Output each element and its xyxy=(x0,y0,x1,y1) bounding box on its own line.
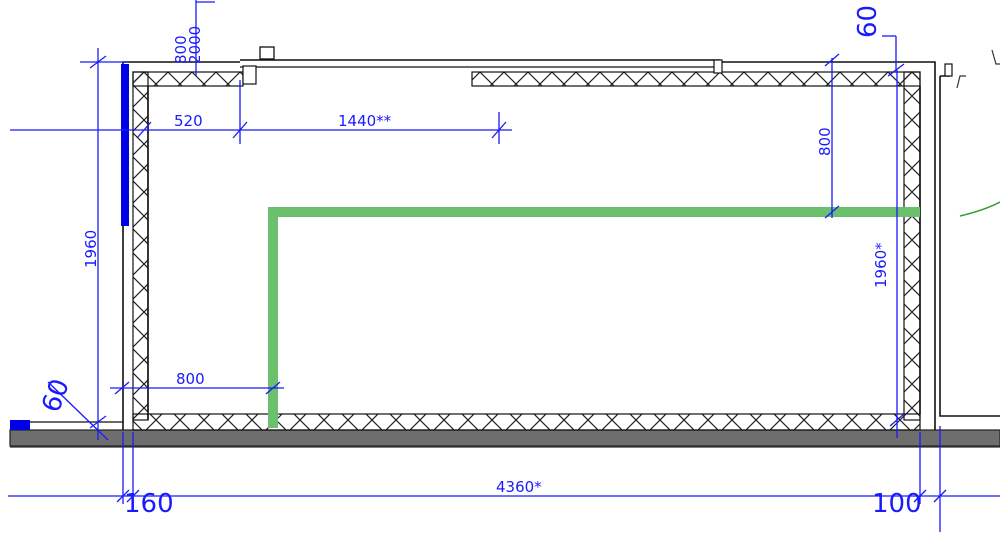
label-top-height: 800 2000 xyxy=(172,26,204,64)
window-opening-left xyxy=(242,65,257,85)
adjacent-post xyxy=(944,63,953,77)
label-window-width: 1440** xyxy=(338,112,392,130)
label-bottom-offset: 800 xyxy=(176,370,205,388)
label-left-height: 1960 xyxy=(82,230,100,268)
label-bottom-right: 100 xyxy=(872,489,922,519)
tick-520-start xyxy=(136,121,152,139)
roof-fixture xyxy=(259,46,275,60)
door-blue-bar xyxy=(10,420,30,430)
window-opening-right xyxy=(713,59,723,74)
window-blue-bar xyxy=(121,64,129,226)
label-right-height: 1960* xyxy=(872,242,890,288)
tick-800-left xyxy=(114,381,130,395)
adjacent-symbol xyxy=(956,49,1000,89)
label-top-right: 60 xyxy=(853,5,883,38)
tick-top-right xyxy=(887,63,905,77)
outer-wall-outline xyxy=(122,61,936,430)
tick-bottom-1 xyxy=(116,489,130,503)
top-right-wall-insulation xyxy=(471,71,921,87)
tick-bottom-2 xyxy=(126,489,140,503)
label-bottom-left: 160 xyxy=(124,489,174,519)
dim-corner-diagonal xyxy=(47,381,109,441)
label-left-offset: 520 xyxy=(174,112,203,130)
right-wall-insulation xyxy=(903,71,921,421)
adjacent-wall xyxy=(939,75,1000,417)
label-right-drop: 800 xyxy=(816,127,834,156)
tick-800-right xyxy=(265,381,281,395)
inner-wall-outline xyxy=(147,86,921,420)
tick-800-top xyxy=(824,53,840,67)
tick-right-bottom xyxy=(889,413,905,427)
tick-bottom-4 xyxy=(933,489,947,503)
floor-slab xyxy=(9,429,1000,447)
top-left-wall-insulation xyxy=(132,71,244,87)
tick-800-bottom xyxy=(824,205,840,219)
tick-bottom-3 xyxy=(913,489,927,503)
green-route-line xyxy=(268,207,920,428)
bottom-wall-insulation xyxy=(132,413,921,431)
label-left-corner: 60 xyxy=(36,375,76,416)
left-wall-insulation xyxy=(132,71,149,421)
door-swing-arc xyxy=(959,201,1000,217)
label-total-width: 4360* xyxy=(496,478,542,496)
